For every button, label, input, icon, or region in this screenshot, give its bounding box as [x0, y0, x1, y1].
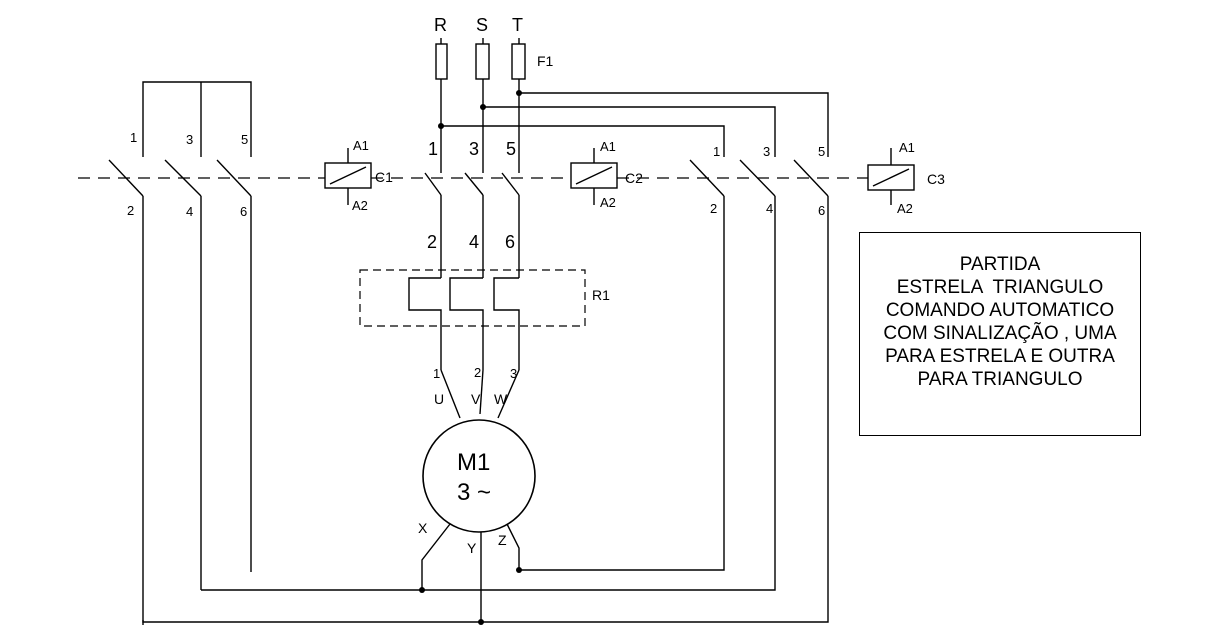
- main-terminal-2: 2: [427, 232, 437, 252]
- note-line-2: ESTRELA TRIANGULO: [896, 277, 1104, 298]
- phase-t-label: T: [512, 15, 523, 35]
- c1-coil-a2: A2: [352, 198, 368, 213]
- main-terminal-5: 5: [506, 139, 516, 159]
- supply-buses: [438, 90, 829, 157]
- note-line-1: PARTIDA: [959, 254, 1041, 275]
- c2-coil-a2: A2: [600, 195, 616, 210]
- c1-terminal-6: 6: [240, 204, 247, 219]
- c1-terminal-4: 4: [186, 204, 193, 219]
- phase-s-label: S: [476, 15, 488, 35]
- c1-terminal-3: 3: [186, 132, 193, 147]
- coil-c3: [867, 148, 915, 205]
- c1-coil-label: C1: [375, 169, 393, 185]
- c1-coil-a1: A1: [353, 138, 369, 153]
- note-line-4: COM SINALIZAÇÃO , UMA: [883, 323, 1117, 344]
- main-terminal-6: 6: [505, 232, 515, 252]
- c3-coil-a2: A2: [897, 201, 913, 216]
- main-terminal-4: 4: [469, 232, 479, 252]
- motor-terminal-w: W: [494, 391, 508, 407]
- c3-terminal-4: 4: [766, 201, 773, 216]
- motor-terminal-z: Z: [498, 532, 507, 548]
- motor-terminal-v: V: [471, 391, 481, 407]
- main-contactor-poles: [424, 172, 520, 278]
- phase-r-label: R: [434, 15, 447, 35]
- c1-terminal-2: 2: [127, 203, 134, 218]
- main-terminal-1: 1: [428, 139, 438, 159]
- c1-terminal-5: 5: [241, 132, 248, 147]
- relay-out-3: 3: [510, 366, 517, 381]
- overload-relay-r1: [359, 269, 586, 370]
- relay-out-1: 1: [433, 366, 440, 381]
- coil-c2: [570, 148, 618, 205]
- motor-m1: [419, 369, 536, 625]
- motor-terminal-u: U: [434, 391, 444, 407]
- note-line-6: PARA TRIANGULO: [917, 369, 1083, 390]
- c2-coil-label: C2: [625, 170, 643, 186]
- c3-terminal-5: 5: [818, 144, 825, 159]
- c3-terminal-1: 1: [713, 144, 720, 159]
- c3-coil-label: C3: [927, 171, 945, 187]
- relay-out-2: 2: [474, 365, 481, 380]
- c3-terminal-6: 6: [818, 203, 825, 218]
- contactor-c3-poles: [142, 159, 829, 623]
- coil-c1: [324, 148, 372, 205]
- motor-terminal-x: X: [418, 520, 428, 536]
- c3-terminal-3: 3: [763, 144, 770, 159]
- main-terminal-3: 3: [469, 139, 479, 159]
- c1-terminal-1: 1: [130, 130, 137, 145]
- c3-terminal-2: 2: [710, 201, 717, 216]
- c3-coil-a1: A1: [899, 140, 915, 155]
- note-line-3: COMANDO AUTOMATICO: [885, 300, 1115, 321]
- fuse-f1: [435, 43, 526, 80]
- motor-phases: 3 ~: [457, 479, 491, 506]
- description-box: PARTIDA ESTRELA TRIANGULO COMANDO AUTOMA…: [859, 232, 1141, 436]
- contactor-c1-left-poles: [108, 81, 252, 625]
- fuse-f1-label: F1: [537, 53, 554, 69]
- motor-name: M1: [457, 449, 490, 476]
- c2-coil-a1: A1: [600, 139, 616, 154]
- relay-r1-label: R1: [592, 287, 610, 303]
- note-line-5: PARA ESTRELA E OUTRA: [885, 346, 1115, 367]
- motor-terminal-y: Y: [467, 540, 477, 556]
